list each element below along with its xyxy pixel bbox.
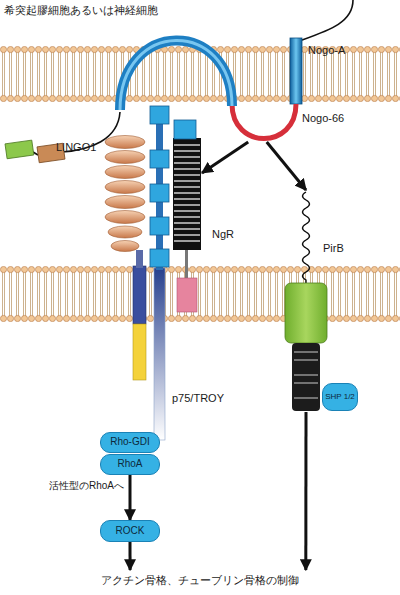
nogo-66-region: Nogo-66: [226, 102, 300, 142]
lingo1-receptor-box: LINGO1: [103, 133, 147, 383]
lrr-stripes: [174, 145, 200, 241]
crd-domain: [174, 120, 196, 139]
protein-chain: [302, 0, 353, 40]
protein-label: Nogo-A: [308, 44, 345, 56]
outcome-text-box: アクチン骨格、チューブリン骨格の制御: [15, 570, 385, 590]
lrr-domain: [105, 151, 145, 164]
node-text: アクチン骨格、チューブリン骨格の制御: [101, 573, 299, 588]
itim-stripes: [294, 352, 318, 398]
transmembrane-domain: [290, 38, 302, 104]
cell-label: 希突起膠細胞あるいは神経細胞: [4, 3, 158, 18]
arrow-connector: [304, 412, 307, 570]
crd-domain: [150, 249, 169, 267]
lrr-domain: [105, 211, 145, 224]
stalk: [136, 250, 143, 268]
transmembrane-domain: [133, 266, 146, 324]
edge-label: 活性型のRhoAへ: [49, 479, 124, 493]
receptor-stalk: [154, 268, 165, 440]
lower-membrane: [0, 266, 400, 322]
p75-troy-receptor: [150, 106, 169, 440]
lipid-leaflet: [0, 294, 400, 322]
crd-domain: [150, 184, 169, 202]
nogo-66-loop: [232, 104, 296, 139]
arrow-connector: [129, 475, 132, 520]
cytoplasmic-domain: [292, 343, 320, 411]
gpi-stalk: [185, 250, 188, 280]
p75-troy-receptor-box: p75/TROY: [150, 106, 170, 442]
node-text: ROCK: [116, 526, 145, 537]
rhoa-box: RhoA: [100, 454, 160, 475]
intracellular-tail: [133, 324, 146, 380]
protein-arc-highlight: [120, 40, 232, 110]
nogo-a-protein: [5, 0, 353, 163]
lingo1-receptor: [105, 136, 146, 381]
protein-arc: [120, 40, 232, 110]
ngr-receptor-box: NgR: [172, 118, 202, 314]
arrow-connector: [202, 142, 248, 173]
pirb-receptor: [285, 192, 327, 411]
node-text: LINGO1: [56, 141, 96, 153]
lrr-domain: [105, 136, 145, 149]
crd-domain: [150, 106, 169, 124]
pirb-receptor-box: PirB: [283, 190, 329, 412]
rho-gdi-box: Rho-GDI: [100, 432, 160, 453]
membrane-anchor: [177, 278, 197, 312]
lrr-domain: [108, 226, 142, 238]
lipid-leaflet: [0, 74, 400, 102]
node-text: Rho-GDI: [110, 437, 149, 448]
lrr-block: [173, 138, 201, 250]
transmembrane-domain: [285, 283, 327, 343]
lrr-domain: [105, 166, 145, 179]
node-text: NgR: [212, 228, 234, 240]
arrow-connector: [129, 542, 132, 570]
node-text: p75/TROY: [172, 392, 224, 404]
node-text: PirB: [323, 242, 344, 254]
lrr-domain: [111, 241, 139, 252]
node-text: Nogo-66: [302, 112, 344, 124]
domain-box: [5, 140, 34, 159]
lipid-leaflet: [0, 266, 400, 294]
crd-domain: [150, 150, 169, 168]
ngr-receptor: [173, 120, 201, 312]
arrow-connector: [267, 142, 306, 190]
lrr-domain: [105, 181, 145, 194]
node-text: RhoA: [117, 459, 142, 470]
shp-box: SHP 1/2: [322, 383, 358, 411]
crd-domain: [150, 217, 169, 235]
lrr-domain: [105, 196, 145, 209]
ig-like-chain: [303, 192, 310, 284]
node-text: SHP 1/2: [325, 393, 355, 401]
rock-box: ROCK: [100, 520, 160, 542]
